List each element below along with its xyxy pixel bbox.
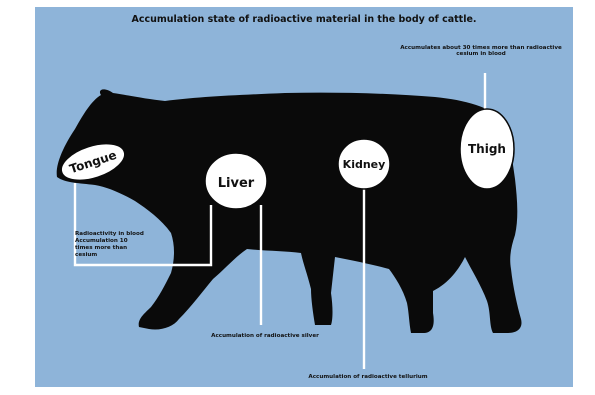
- kidney-label: Kidney: [343, 158, 386, 171]
- thigh-annotation: Accumulates about 30 times more than rad…: [392, 45, 570, 58]
- blood-annotation: Radioactivity in blood Accumulation 10 t…: [75, 231, 145, 259]
- thigh-label: Thigh: [468, 142, 506, 156]
- cow-silhouette: [57, 89, 522, 333]
- diagram-title: Accumulation state of radioactive materi…: [35, 14, 573, 25]
- kidney-annotation: Accumulation of radioactive tellurium: [273, 374, 463, 380]
- cattle-diagram-svg: Tongue Liver Kidney Thigh: [35, 7, 573, 387]
- liver-annotation: Accumulation of radioactive silver: [185, 333, 345, 339]
- diagram-canvas: Tongue Liver Kidney Thigh Accumulation s…: [35, 7, 573, 387]
- liver-label: Liver: [218, 176, 255, 191]
